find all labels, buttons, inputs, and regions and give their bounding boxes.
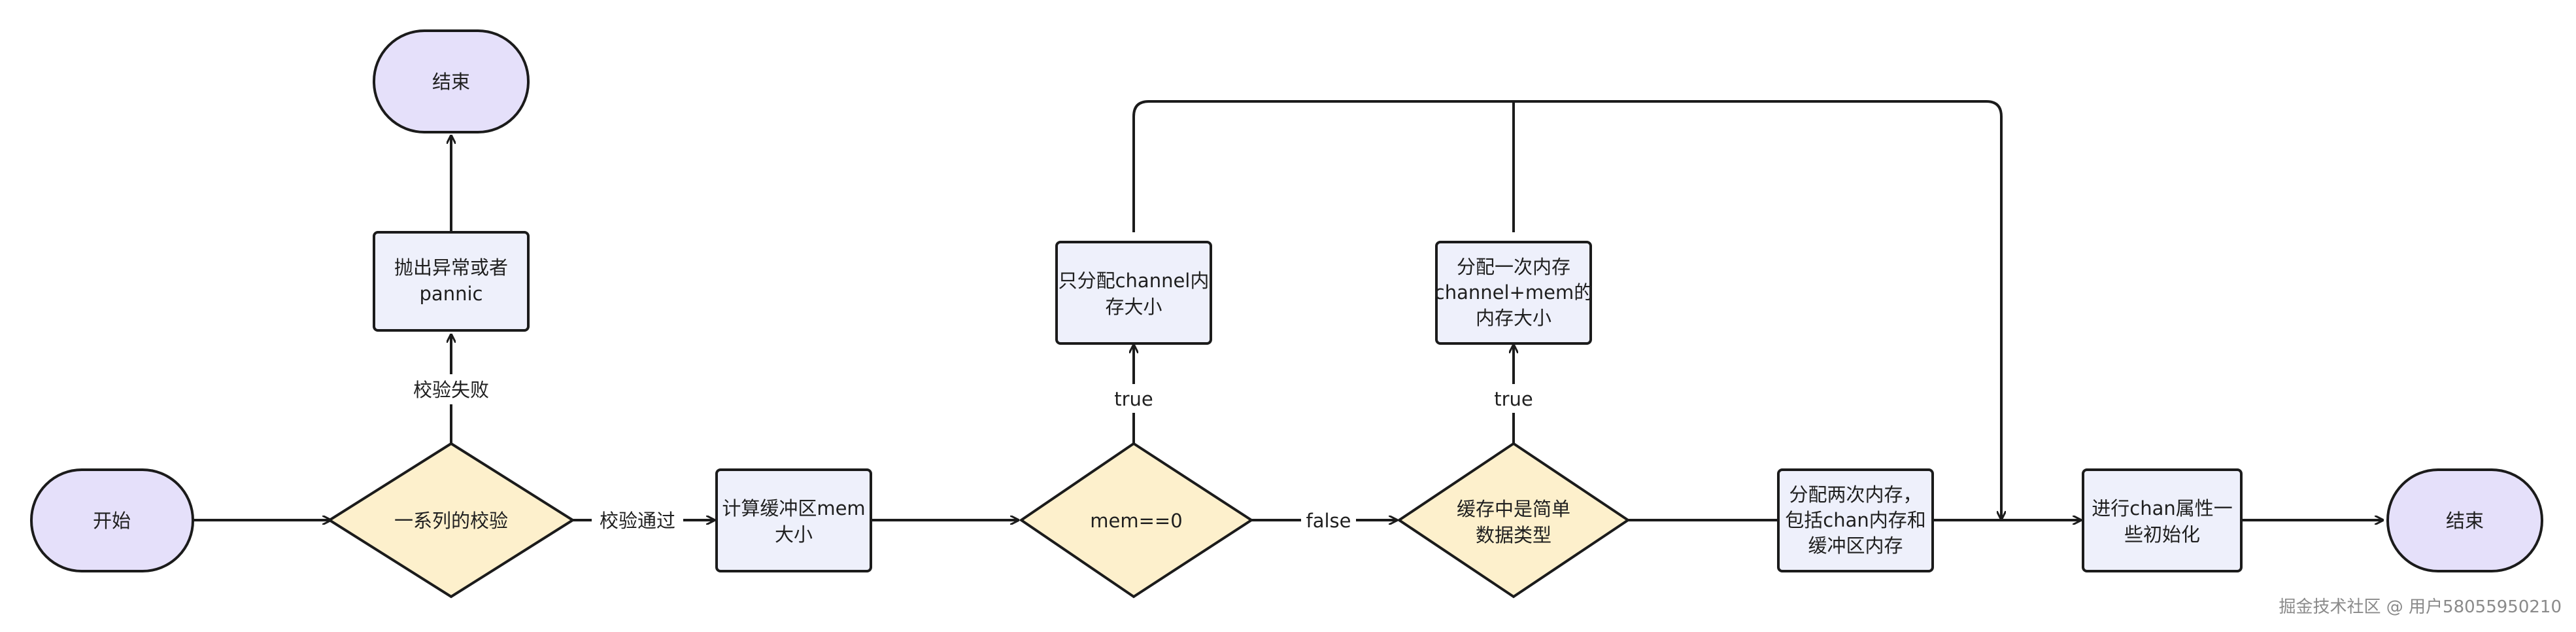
end-top-node [373, 29, 530, 133]
start-node [30, 468, 194, 572]
label-validate-fail: 校验失败 [413, 379, 489, 401]
end-top-label: 结束 [432, 71, 470, 93]
init-props-line1: 进行chan属性一 [2092, 497, 2232, 519]
alloc-once-line1: 分配一次内存 [1457, 256, 1570, 278]
alloc-twice-line1: 分配两次内存， [1789, 483, 1922, 506]
simple-type-line2: 数据类型 [1476, 524, 1551, 546]
simple-type-line1: 缓存中是简单 [1457, 498, 1570, 520]
label-validate-pass: 校验通过 [600, 510, 675, 532]
alloc-once-node [1435, 241, 1592, 345]
validate-label: 一系列的校验 [394, 510, 508, 532]
end-right-label: 结束 [2446, 510, 2484, 532]
label-mem-false: false [1306, 510, 1351, 532]
alloc-channel-line1: 只分配channel内 [1059, 270, 1210, 292]
mem-zero-label: mem==0 [1090, 510, 1182, 532]
throw-label-line2: pannic [420, 283, 483, 305]
init-props-node [2082, 468, 2243, 572]
throw-label-line1: 抛出异常或者 [394, 256, 508, 279]
alloc-channel-line2: 存大小 [1105, 296, 1162, 318]
throw-panic-node [373, 231, 530, 332]
calc-mem-line2: 大小 [775, 523, 813, 546]
label-simple-true: true [1494, 388, 1533, 410]
end-right-node [2386, 468, 2543, 572]
alloc-twice-line3: 缓冲区内存 [1808, 535, 1903, 557]
mem-zero-decision [1019, 442, 1254, 599]
start-label: 开始 [93, 510, 131, 532]
calc-mem-node [715, 468, 872, 572]
init-props-line2: 些初始化 [2124, 523, 2200, 546]
alloc-twice-line2: 包括chan内存和 [1785, 509, 1925, 531]
calc-mem-line1: 计算缓冲区mem [722, 497, 865, 519]
alloc-once-line3: 内存大小 [1476, 307, 1551, 329]
alloc-twice-node [1777, 468, 1934, 572]
alloc-channel-node [1055, 241, 1212, 345]
watermark-text: 掘金技术社区 @ 用户58055950210 [2279, 597, 2562, 617]
edge-alloc-channel-loop-to-init [1132, 100, 2001, 519]
label-mem-true: true [1114, 388, 1153, 410]
simple-type-decision [1397, 442, 1631, 599]
alloc-once-line2: channel+mem的 [1434, 281, 1593, 304]
validate-decision [327, 442, 575, 599]
